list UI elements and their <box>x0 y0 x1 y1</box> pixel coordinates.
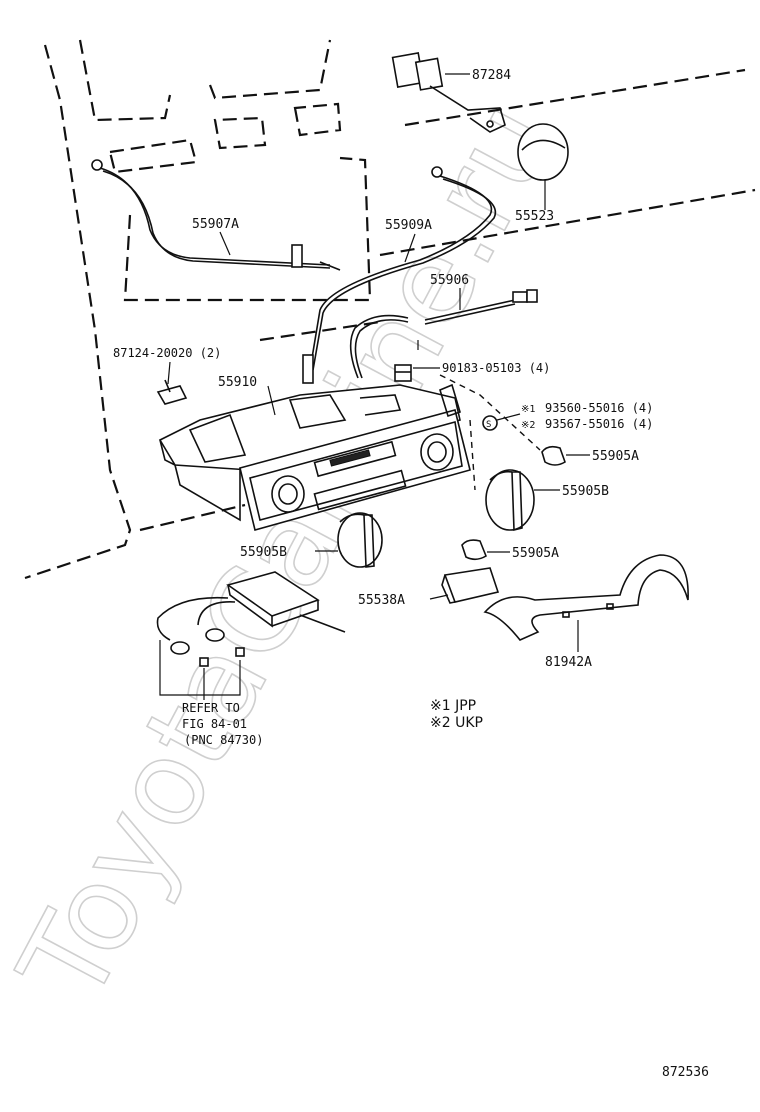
legend-jpp: ※1 JPP <box>430 698 476 714</box>
part-55905B-right[interactable] <box>485 469 535 532</box>
callout-55538A: 55538A <box>358 593 405 608</box>
part-55905A-upper[interactable] <box>541 445 566 466</box>
callout-87124: 87124-20020 (2) <box>113 346 221 360</box>
refer-line-2: FIG 84-01 <box>182 717 247 731</box>
refer-line-3: (PNC 84730) <box>184 733 263 747</box>
part-55523[interactable] <box>517 123 569 181</box>
part-93560-screw[interactable]: S <box>482 415 498 431</box>
part-bulb-socket-harness[interactable] <box>156 571 346 667</box>
callout-55905B-right: 55905B <box>562 484 609 499</box>
part-55538A[interactable] <box>441 567 500 604</box>
callout-55906: 55906 <box>430 273 469 288</box>
part-55909A[interactable] <box>302 166 497 384</box>
callout-55905A-lower: 55905A <box>512 546 559 561</box>
callout-55905B-left: 55905B <box>240 545 287 560</box>
callout-55910: 55910 <box>218 375 257 390</box>
callout-55909A: 55909A <box>385 218 432 233</box>
callout-81942A: 81942A <box>545 655 592 670</box>
figure-number: 872536 <box>662 1065 709 1080</box>
callout-93560: 93560-55016 (4) <box>545 401 653 415</box>
body-outline <box>24 39 756 580</box>
mark-1: ※1 <box>521 404 535 415</box>
part-55907A[interactable] <box>91 159 341 271</box>
part-90183[interactable] <box>394 364 412 382</box>
part-55905B-left[interactable] <box>337 512 383 568</box>
callout-55907A: 55907A <box>192 217 239 232</box>
legend-ukp: ※2 UKP <box>430 715 483 731</box>
callout-87284: 87284 <box>472 68 511 83</box>
mount-bracket <box>439 383 461 418</box>
part-81942A[interactable] <box>483 554 689 641</box>
mark-2: ※2 <box>521 420 535 431</box>
callout-55523: 55523 <box>515 209 554 224</box>
callout-93567: 93567-55016 (4) <box>545 417 653 431</box>
part-87284[interactable] <box>391 52 506 133</box>
svg-text:S: S <box>486 420 491 430</box>
callout-90183: 90183-05103 (4) <box>442 361 550 375</box>
callout-55905A-upper: 55905A <box>592 449 639 464</box>
refer-line-1: REFER TO <box>182 701 240 715</box>
legend: ※1 JPP ※2 UKP <box>430 698 483 731</box>
part-55906[interactable] <box>349 289 538 379</box>
part-55910[interactable] <box>158 384 471 531</box>
part-55905A-lower[interactable] <box>461 539 487 561</box>
part-87124[interactable] <box>156 379 188 405</box>
